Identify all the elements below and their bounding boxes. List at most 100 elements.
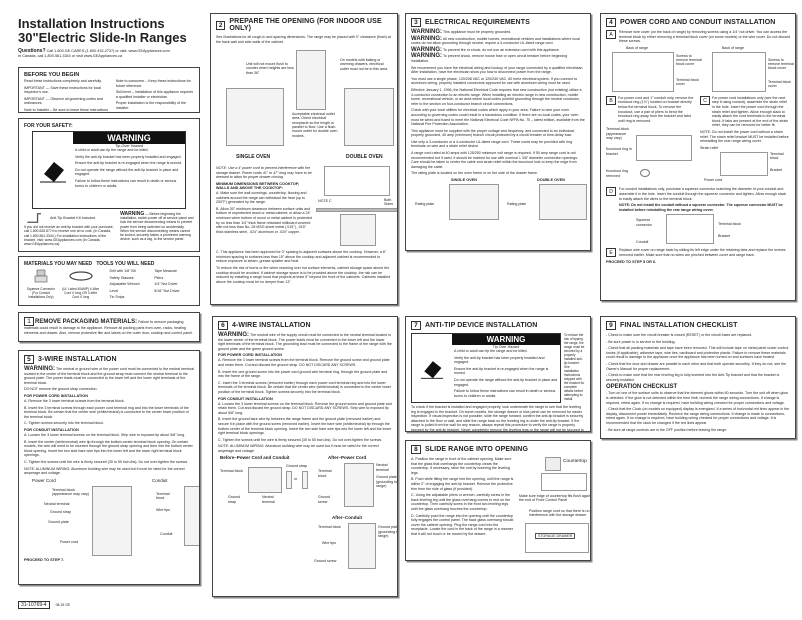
wall-outlet-diagram: [296, 50, 326, 111]
warning-label: WARNING:: [411, 46, 442, 53]
diagram-label: Terminal block: [156, 491, 170, 500]
safety-title: FOR YOUR SAFETY:: [24, 123, 73, 129]
step-e: Replace wire cover on range back by slid…: [619, 248, 786, 257]
conduit-steps: A. Loosen the 3 lower terminal screws on…: [24, 433, 194, 476]
hazard-label: Tip-Over Hazard: [115, 144, 143, 148]
diagram-label: Conduit: [636, 240, 649, 245]
cabinet-dimension-diagram: NOTE C Both Sides: [316, 166, 397, 248]
tip-over-icon: [33, 132, 73, 208]
list-item: Ensure the anti-tip bracket is re-engage…: [454, 366, 549, 376]
conduit-illustration: Squeeze connector Terminal block Bracket…: [606, 214, 790, 248]
footer: 31-10769-4 08-15 GE: [18, 601, 70, 609]
step-letter: A: [606, 30, 616, 39]
single-oven-diagram: [226, 88, 284, 147]
squeeze-connector-icon: [34, 269, 48, 283]
strain-relief-illustration: Strain relief Terminal block Bracket Pow…: [700, 146, 790, 184]
section-remove-packaging: 1 REMOVE PACKAGING MATERIALS: Failure to…: [18, 312, 200, 342]
tip-over-icon: [412, 334, 452, 402]
diagram-label: Power cord: [704, 177, 723, 182]
questions-label: Questions?: [18, 48, 46, 54]
questions-text: Call 1.800.GE.CARES (1.800.432.2737) or …: [46, 49, 170, 53]
list-item: Note to consumer – Keep these instructio…: [115, 79, 191, 88]
list-item: C. Insert the 3 terminal screws (removed…: [218, 380, 391, 394]
warning2-text: — Before beginning the installation, swi…: [120, 212, 194, 242]
list-item: - Be sure power is in service to the bui…: [606, 339, 676, 344]
proceed-note: PROCEED TO STEP 7.: [24, 557, 65, 562]
list-item: B. Insert the 3 terminal screws through …: [24, 405, 189, 419]
list-item: Do not operate the range without the ant…: [454, 377, 558, 387]
list-item: Note to Installer – Be sure to leave the…: [24, 107, 109, 112]
diagram-label: Ground strap: [50, 509, 71, 514]
countertop-label: Countertop: [563, 459, 587, 464]
cord-steps: A. Remove the 3 lower terminal screws fr…: [218, 358, 392, 394]
operation-checklist-title: OPERATION CHECKLIST: [606, 384, 678, 391]
diagram-label: Bracket: [718, 234, 731, 239]
list-item: Use only a 3-conductor or a 4-conductor …: [411, 139, 573, 149]
list-item: C. Using the adjustable pliers or wrench…: [411, 493, 511, 511]
step-c: For power cord installations only (see t…: [712, 95, 789, 128]
list-item: A. Position the range in front of the ca…: [411, 457, 512, 475]
step-number: 1: [24, 317, 34, 326]
diagram-label: Terminal block (appearance may vary): [606, 127, 629, 140]
list-item: A. Remove the 3 lower terminal screws fr…: [24, 398, 125, 403]
list-item: A child or adult can tip the range and b…: [75, 148, 149, 152]
checklist-items: - Check to make sure the circuit breaker…: [606, 333, 790, 382]
diagram-label: or: [294, 477, 298, 482]
subheading: FOR POWER CORD INSTALLATION: [24, 393, 88, 398]
list-item: - Turn on one of the surface units to ob…: [606, 391, 788, 405]
diagram-label: Back of range: [722, 45, 745, 50]
diagram-label: Terminal block: [318, 469, 332, 478]
list-item: - Be sure all range controls are in the …: [606, 427, 728, 432]
list-item: Pliers: [154, 275, 164, 280]
list-item: A range cord rated at 40 amps with 125/2…: [411, 151, 579, 169]
conduit-diagram: [184, 485, 199, 546]
aluminum-note: NOTE: ALUMINUM WIRING: Aluminum building…: [218, 444, 379, 453]
list-item: C. Tighten the screws until the wire is …: [218, 437, 383, 442]
diagram-label: Ground plate: [48, 519, 69, 524]
step-letter: E: [606, 248, 616, 258]
list-item: We recommend you have the electrical wir…: [411, 65, 584, 75]
diagram-label: Ground screw: [318, 495, 330, 504]
diagram-label: Both Sides: [384, 198, 393, 207]
list-item: - Check to make sure the circuit breaker…: [606, 333, 753, 337]
diagram-label: Position range cord so that there is no …: [529, 509, 590, 518]
step-a: Remove wire cover (on the back of range)…: [619, 30, 790, 44]
diagram-label: Terminal block: [318, 525, 341, 530]
list-item: B. Insert the ground bare wire tip betwe…: [218, 417, 392, 436]
diagram-label: Squeeze connector: [636, 218, 652, 227]
step-number: 2: [216, 20, 226, 30]
list-item: B. Insert the one ground screw into the …: [218, 369, 388, 379]
safety-box: FOR YOUR SAFETY: WARNING Tip-Over Hazard…: [18, 118, 200, 252]
section-title: FINAL INSTALLATION CHECKLIST: [620, 322, 738, 329]
list-item: 1/4" Nut Driver: [154, 282, 178, 287]
warning-label: WARNING:: [411, 29, 442, 35]
step-number: 7: [411, 321, 421, 330]
warning-text: This appliance must be properly grounded…: [442, 30, 512, 34]
step-c-note: NOTE: Do not install the power cord with…: [700, 129, 789, 144]
list-item: The rating plate is located on the oven …: [411, 171, 539, 176]
list-item: This appliance must be supplied with the…: [411, 128, 575, 138]
operation-items: - Turn on one of the surface units to ob…: [606, 391, 790, 432]
section-title: REMOVE PACKAGING MATERIALS:: [35, 319, 138, 325]
subheading: MINIMUM DIMENSIONS BETWEEN COOKTOP, WALL…: [216, 181, 299, 190]
warning-label: WARNING:: [411, 35, 442, 42]
list-item: Drill with 1/8" Bit: [109, 269, 136, 273]
list-item: C. Tighten screws securely into the term…: [24, 421, 104, 426]
list-item: - Check that the door and drawer are par…: [606, 361, 787, 371]
section-text: Failure to remove packaging materials co…: [24, 320, 194, 335]
subheading: FOR CONDUIT INSTALLATION: [24, 427, 79, 432]
diagram-label: Knockout ring removed: [606, 169, 628, 178]
warning-banner: WARNING: [73, 132, 185, 144]
diagram-label: Wire tips: [322, 541, 336, 546]
list-item: A. Loosen the 3 lower terminal screws on…: [218, 401, 392, 415]
diagram-label: On models with baking or warming drawers…: [340, 58, 389, 71]
wiring-illustrations: Before–Power Cord and Conduit After–Powe…: [218, 455, 397, 573]
list-item: Effective January 1, 1996, the National …: [411, 87, 582, 106]
step-letter: B: [606, 95, 616, 105]
